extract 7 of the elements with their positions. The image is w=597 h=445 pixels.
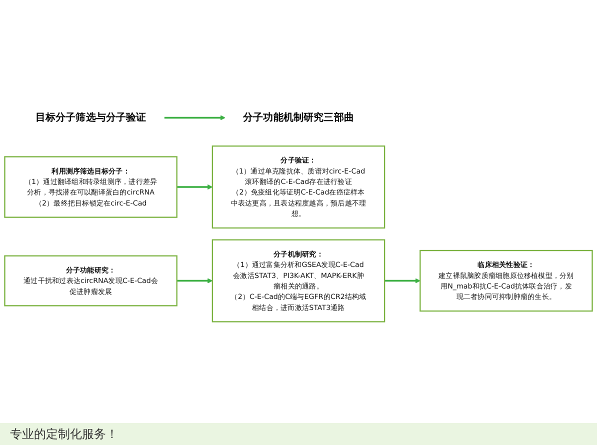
arrow: [384, 278, 420, 284]
footer-text: 专业的定制化服务！: [10, 426, 118, 442]
arrow: [176, 278, 213, 284]
node-text: 目标分子筛选与分子验证: [35, 111, 146, 124]
node-text: 分子功能机制研究三部曲: [243, 111, 354, 124]
arrow: [164, 115, 226, 120]
arrow: [176, 184, 213, 190]
